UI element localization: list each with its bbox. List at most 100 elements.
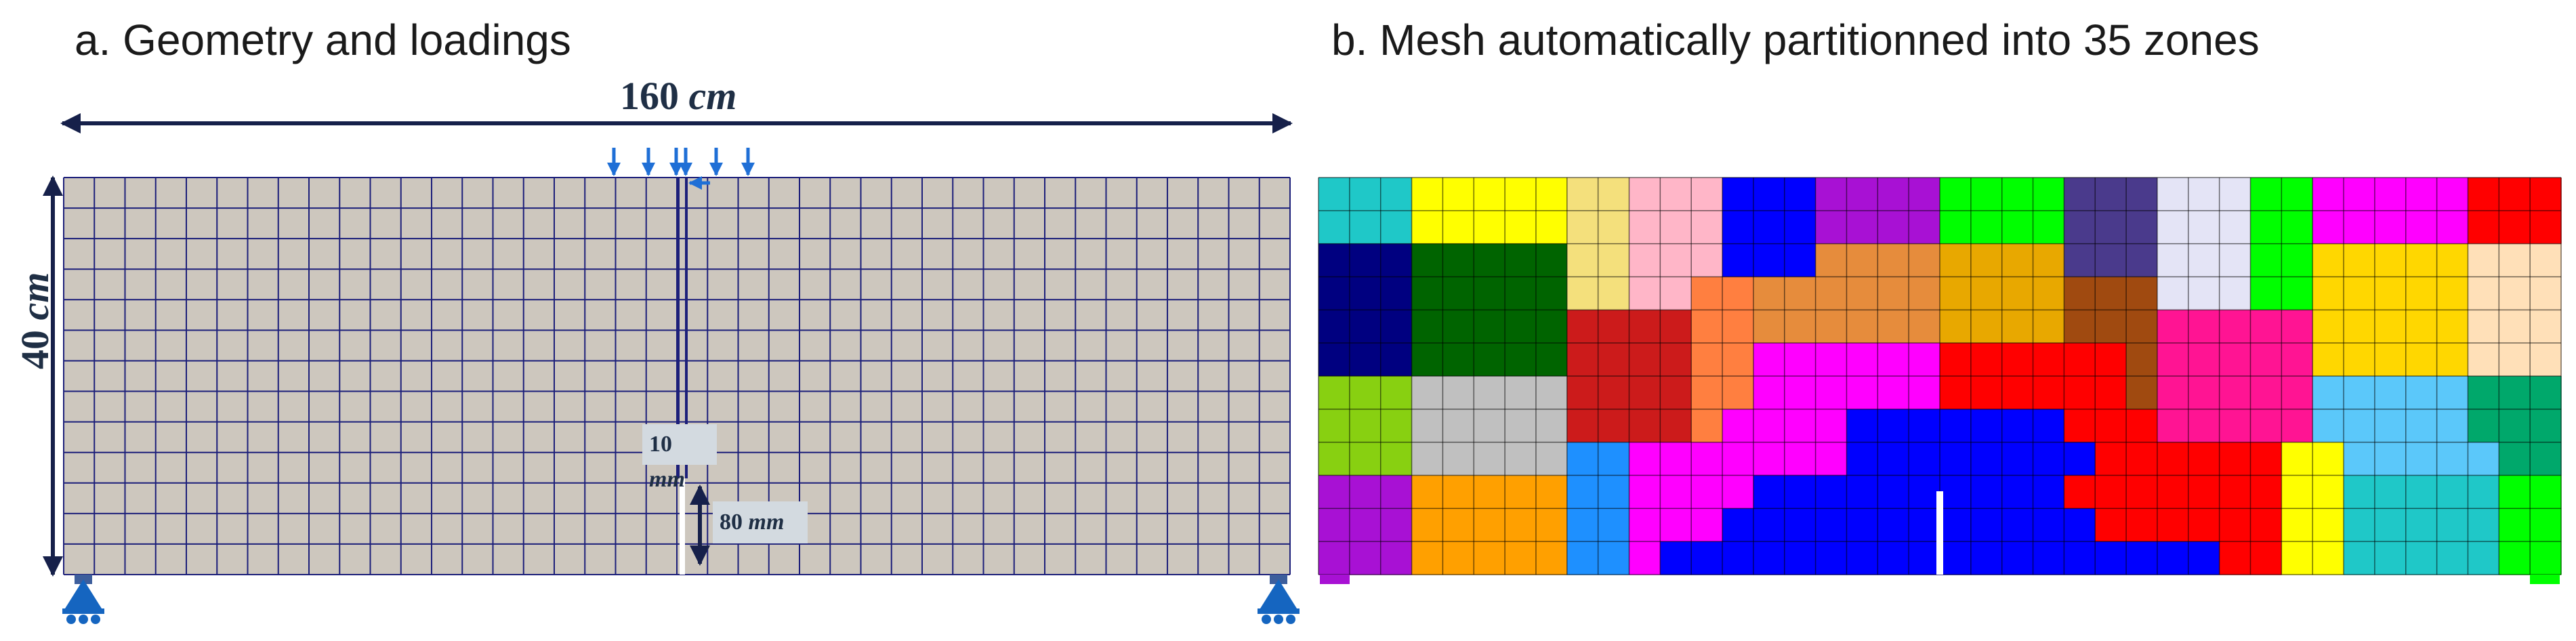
zone-cell (1660, 409, 1692, 443)
zone-cell (1909, 475, 1940, 509)
zone-cell (1474, 475, 1505, 509)
zone-cell (1909, 178, 1940, 211)
zone-cell (1535, 475, 1568, 509)
zone-cell (1411, 343, 1443, 377)
zone-cell (2095, 210, 2127, 245)
zone-cell (1660, 210, 1692, 245)
zone-cell (2001, 343, 2034, 377)
zone-cell (2064, 442, 2096, 476)
zone-cell (1784, 508, 1816, 542)
zone-cell (1349, 310, 1382, 344)
zone-cell (2405, 409, 2438, 443)
zone-cell (2033, 276, 2064, 310)
zone-cell (1970, 409, 2003, 443)
zone-cell (2250, 541, 2282, 575)
zone-cell (2095, 409, 2127, 443)
zone-cell (2281, 276, 2313, 310)
zone-cell (2281, 343, 2313, 377)
zone-cell (2064, 541, 2096, 575)
zone-cell (2344, 508, 2375, 542)
zone-cell (1442, 210, 1474, 245)
zone-cell (1505, 442, 1537, 476)
zone-cell (2344, 310, 2375, 344)
zone-cell (1940, 243, 1972, 278)
zone-cell (1691, 442, 1723, 476)
zone-cell (1318, 276, 1350, 310)
zone-cell (2468, 243, 2499, 278)
zone-cell (2530, 376, 2562, 410)
zone-cell (2499, 343, 2531, 377)
zone-cell (2126, 343, 2158, 377)
zone-cell (2095, 310, 2127, 344)
zone-cell (2250, 475, 2282, 509)
zone-cell (1349, 343, 1382, 377)
zone-cell (2250, 343, 2282, 377)
zone-cell (1784, 343, 1816, 377)
zone-cell (2281, 376, 2313, 410)
zone-cell (1722, 310, 1754, 344)
zone-cell (2095, 178, 2127, 211)
zone-cell (2374, 243, 2407, 278)
zone-cell (2064, 210, 2096, 245)
zone-cell (1566, 243, 1599, 278)
zone-cell (1909, 541, 1940, 575)
zone-cell (1318, 310, 1350, 344)
zone-cell (1629, 442, 1661, 476)
zone-cell (2499, 210, 2531, 245)
zone-cell (1474, 343, 1505, 377)
zone-cell (2001, 310, 2034, 344)
zone-cell (2499, 178, 2531, 211)
zone-cell (1318, 210, 1350, 245)
zone-cell (2001, 376, 2034, 410)
zone-cell (1505, 508, 1537, 542)
zone-cell (2436, 276, 2469, 310)
notch-width-value: 10 (649, 432, 672, 457)
zone-cell (1505, 276, 1537, 310)
zone-cell (1535, 178, 1568, 211)
zone-cell (1535, 541, 1568, 575)
zone-cell (1566, 276, 1599, 310)
zone-cell (1660, 541, 1692, 575)
zone-cell (2405, 475, 2438, 509)
zone-cell (2312, 243, 2344, 278)
zone-cell (1660, 310, 1692, 344)
zone-cell (1753, 243, 1785, 278)
zone-cell (1318, 442, 1350, 476)
zone-cell (2530, 310, 2562, 344)
zone-cell (2312, 442, 2344, 476)
zone-cell (1691, 541, 1723, 575)
zone-cell (1349, 243, 1382, 278)
zone-cell (1753, 376, 1785, 410)
zone-cell (2064, 376, 2096, 410)
zone-cell (2250, 310, 2282, 344)
zone-cell (1380, 508, 1413, 542)
zone-cell (1815, 343, 1848, 377)
zone-cell (1784, 475, 1816, 509)
zone-cell (1442, 508, 1474, 542)
zone-cell (2374, 442, 2407, 476)
zone-cell (2219, 475, 2251, 509)
zone-cell (2188, 541, 2220, 575)
zone-cell (1505, 310, 1537, 344)
zone-cell (1349, 178, 1382, 211)
zone-cell (2126, 276, 2158, 310)
zone-cell (2033, 508, 2064, 542)
zone-cell (2033, 310, 2064, 344)
zone-cell (2157, 276, 2189, 310)
zone-cell (2468, 376, 2499, 410)
zone-cell (2499, 310, 2531, 344)
zone-cell (1970, 376, 2003, 410)
zone-cell (1815, 310, 1848, 344)
zone-cell (1598, 343, 1630, 377)
zone-cell (2468, 409, 2499, 443)
zone-cell (1566, 442, 1599, 476)
zone-cell (1660, 276, 1692, 310)
zone-cell (1846, 409, 1878, 443)
zone-cell (2281, 541, 2313, 575)
zone-cell (1815, 210, 1848, 245)
zone-cell (1940, 343, 1972, 377)
zone-cell (1970, 210, 2003, 245)
zone-cell (2344, 210, 2375, 245)
zone-cell (2001, 210, 2034, 245)
